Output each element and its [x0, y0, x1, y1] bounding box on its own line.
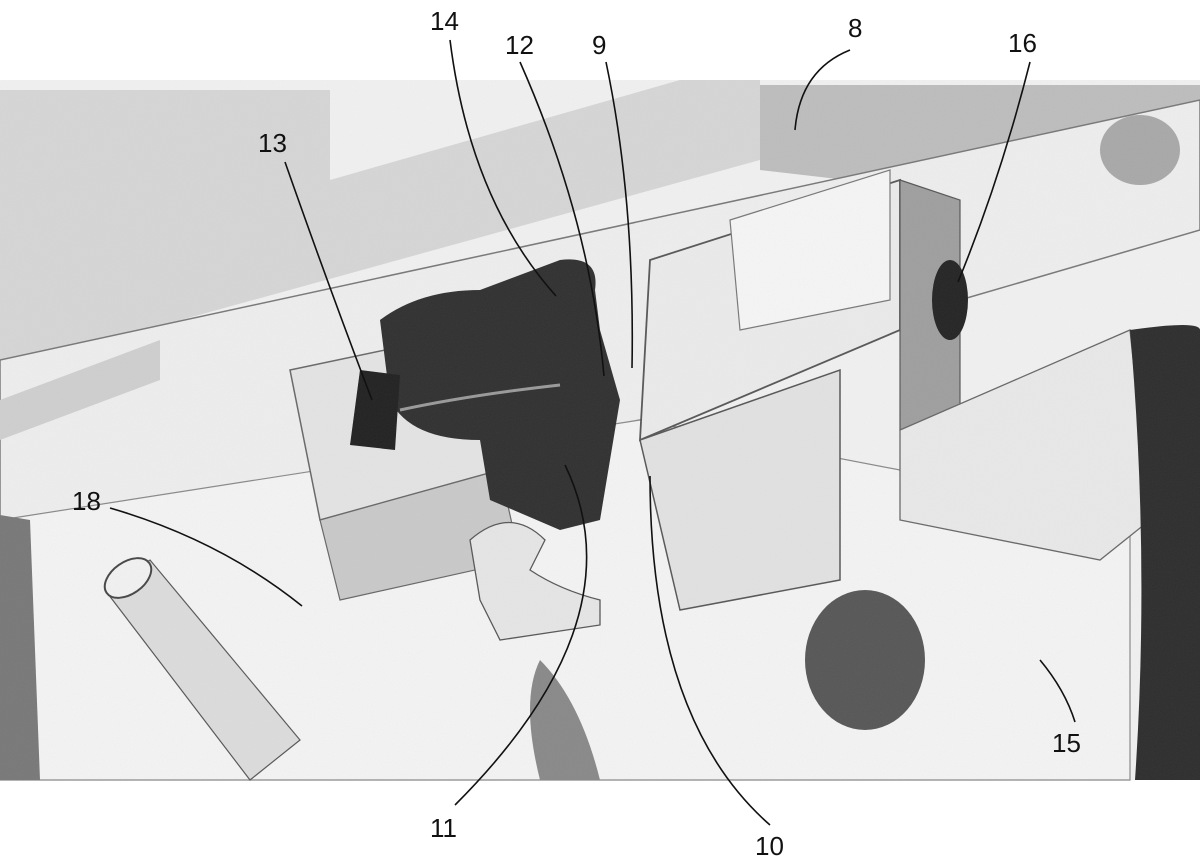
- label-16: 16: [1008, 28, 1037, 58]
- leader-18: [109, 507, 303, 607]
- label-14: 14: [430, 6, 459, 36]
- label-11: 11: [430, 813, 457, 843]
- label-13: 13: [258, 128, 287, 158]
- stipple-shading: [0, 80, 1200, 780]
- label-9: 9: [592, 30, 607, 60]
- leader-11: [454, 464, 588, 806]
- leader-16: [957, 61, 1031, 283]
- leader-13: [284, 161, 373, 401]
- label-12: 12: [505, 30, 534, 60]
- leader-14: [449, 39, 557, 297]
- leader-8: [794, 49, 851, 131]
- leader-10: [649, 475, 771, 826]
- label-18: 18: [72, 486, 101, 516]
- leader-12: [519, 61, 605, 377]
- label-15: 15: [1052, 728, 1081, 758]
- label-10: 10: [755, 831, 784, 861]
- label-8: 8: [848, 13, 863, 43]
- leader-9: [605, 61, 634, 369]
- leader-15: [1039, 659, 1076, 723]
